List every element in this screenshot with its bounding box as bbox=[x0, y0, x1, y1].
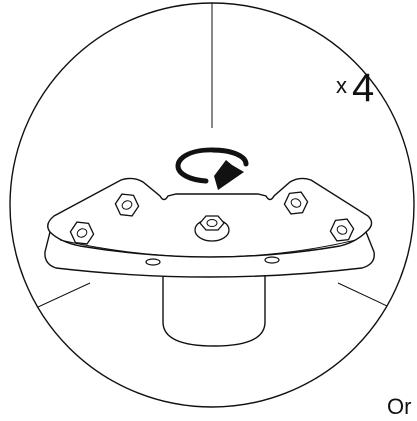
corner-nut-2 bbox=[114, 193, 140, 217]
plate-hole-right bbox=[264, 256, 280, 264]
quantity-label: x 4 bbox=[336, 66, 374, 110]
quantity-prefix: x bbox=[336, 73, 347, 98]
corner-nut-3 bbox=[283, 191, 309, 215]
plate-hole-left bbox=[145, 258, 161, 266]
corner-nut-4 bbox=[329, 218, 355, 242]
corner-nut-1 bbox=[69, 221, 95, 245]
quantity-value: 4 bbox=[352, 66, 374, 110]
center-hex-nut bbox=[194, 215, 230, 242]
cut-off-text: Or bbox=[387, 394, 411, 416]
rotate-clockwise-arrow-icon bbox=[175, 147, 249, 190]
leg-cylinder bbox=[162, 269, 266, 347]
